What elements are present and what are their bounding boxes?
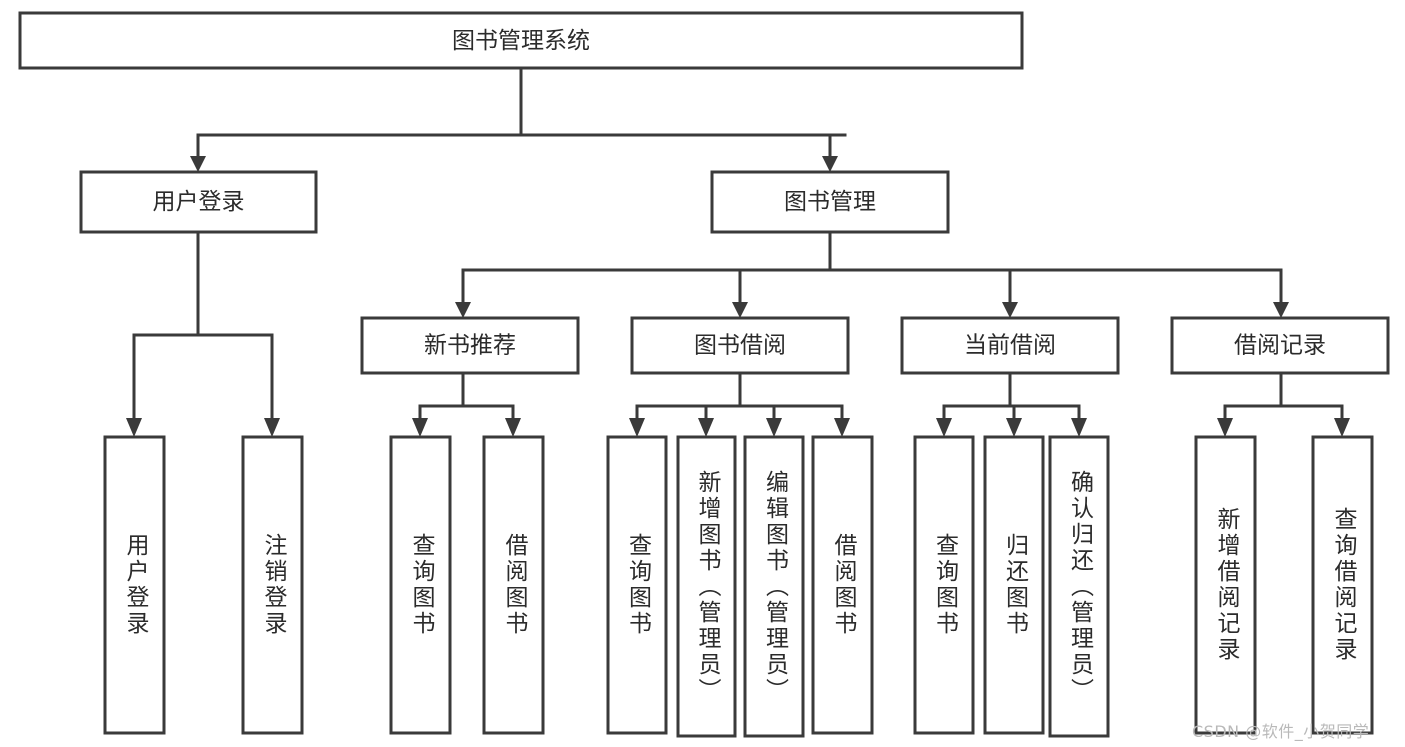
node-book-manage-box[interactable] — [710, 170, 950, 234]
arrowhead-leaf-1 — [126, 418, 142, 437]
arrowhead-leaf-10 — [1006, 418, 1022, 437]
nodes-group: 图书管理系统 用户登录 图书管理 新书推荐 图书借阅 当前借阅 借阅记录 — [18, 11, 1390, 738]
arrowhead-leaf-7 — [766, 418, 782, 437]
node-user-login-box[interactable] — [79, 170, 318, 234]
arrowhead-leaf-5 — [629, 418, 645, 437]
node-book-borrow-label: 图书借阅 — [694, 333, 786, 359]
arrowhead-leaf-9 — [936, 418, 952, 437]
node-new-book-recommend-box[interactable] — [360, 316, 580, 375]
arrowhead-leaf-4 — [505, 418, 521, 437]
arrowhead-leaf-3 — [412, 418, 428, 437]
node-leaf-return-book-box[interactable] — [983, 435, 1045, 735]
node-book-manage-label: 图书管理 — [784, 189, 876, 215]
edges-group — [132, 66, 1344, 422]
arrowhead-nbr — [455, 302, 471, 318]
arrowhead-leaf-12 — [1217, 418, 1233, 437]
node-current-borrow-box[interactable] — [900, 316, 1120, 375]
node-leaf-confirm-return-box[interactable] — [1048, 435, 1110, 738]
arrowhead-leaf-2 — [264, 418, 280, 437]
arrowhead-bb — [732, 302, 748, 318]
node-user-login-label: 用户登录 — [153, 189, 245, 215]
arrowhead-br — [1273, 302, 1289, 318]
node-leaf-borrow-book-1-box[interactable] — [482, 435, 545, 735]
node-leaf-add-record-box[interactable] — [1194, 435, 1257, 735]
node-leaf-user-logout-box[interactable] — [241, 435, 304, 735]
arrowhead-leaf-13 — [1334, 418, 1350, 437]
arrowhead-leaf-11 — [1071, 418, 1087, 437]
arrowhead-cb — [1002, 302, 1018, 318]
node-leaf-edit-book-box[interactable] — [743, 435, 805, 738]
arrowheads-group — [126, 156, 1350, 437]
node-root-box[interactable] — [18, 11, 1024, 70]
node-new-book-recommend-label: 新书推荐 — [424, 333, 516, 359]
node-borrow-record-label: 借阅记录 — [1234, 333, 1326, 359]
node-leaf-query-record-box[interactable] — [1311, 435, 1374, 735]
node-leaf-borrow-book-2-box[interactable] — [811, 435, 874, 735]
arrowhead-user-login — [190, 156, 206, 172]
node-leaf-query-book-2-box[interactable] — [606, 435, 668, 735]
node-borrow-record-box[interactable] — [1170, 316, 1390, 375]
node-leaf-add-book-box[interactable] — [676, 435, 737, 738]
node-root-label: 图书管理系统 — [452, 28, 590, 54]
arrowhead-leaf-8 — [834, 418, 850, 437]
arrowhead-book-manage — [822, 156, 838, 172]
node-leaf-query-book-3-box[interactable] — [913, 435, 975, 735]
node-current-borrow-label: 当前借阅 — [964, 333, 1056, 359]
arrowhead-leaf-6 — [698, 418, 714, 437]
csdn-watermark: CSDN @软件_小贺同学 — [1192, 722, 1370, 741]
node-leaf-query-book-1-box[interactable] — [389, 435, 452, 735]
node-leaf-user-login-box[interactable] — [103, 435, 166, 735]
node-book-borrow-box[interactable] — [630, 316, 850, 375]
